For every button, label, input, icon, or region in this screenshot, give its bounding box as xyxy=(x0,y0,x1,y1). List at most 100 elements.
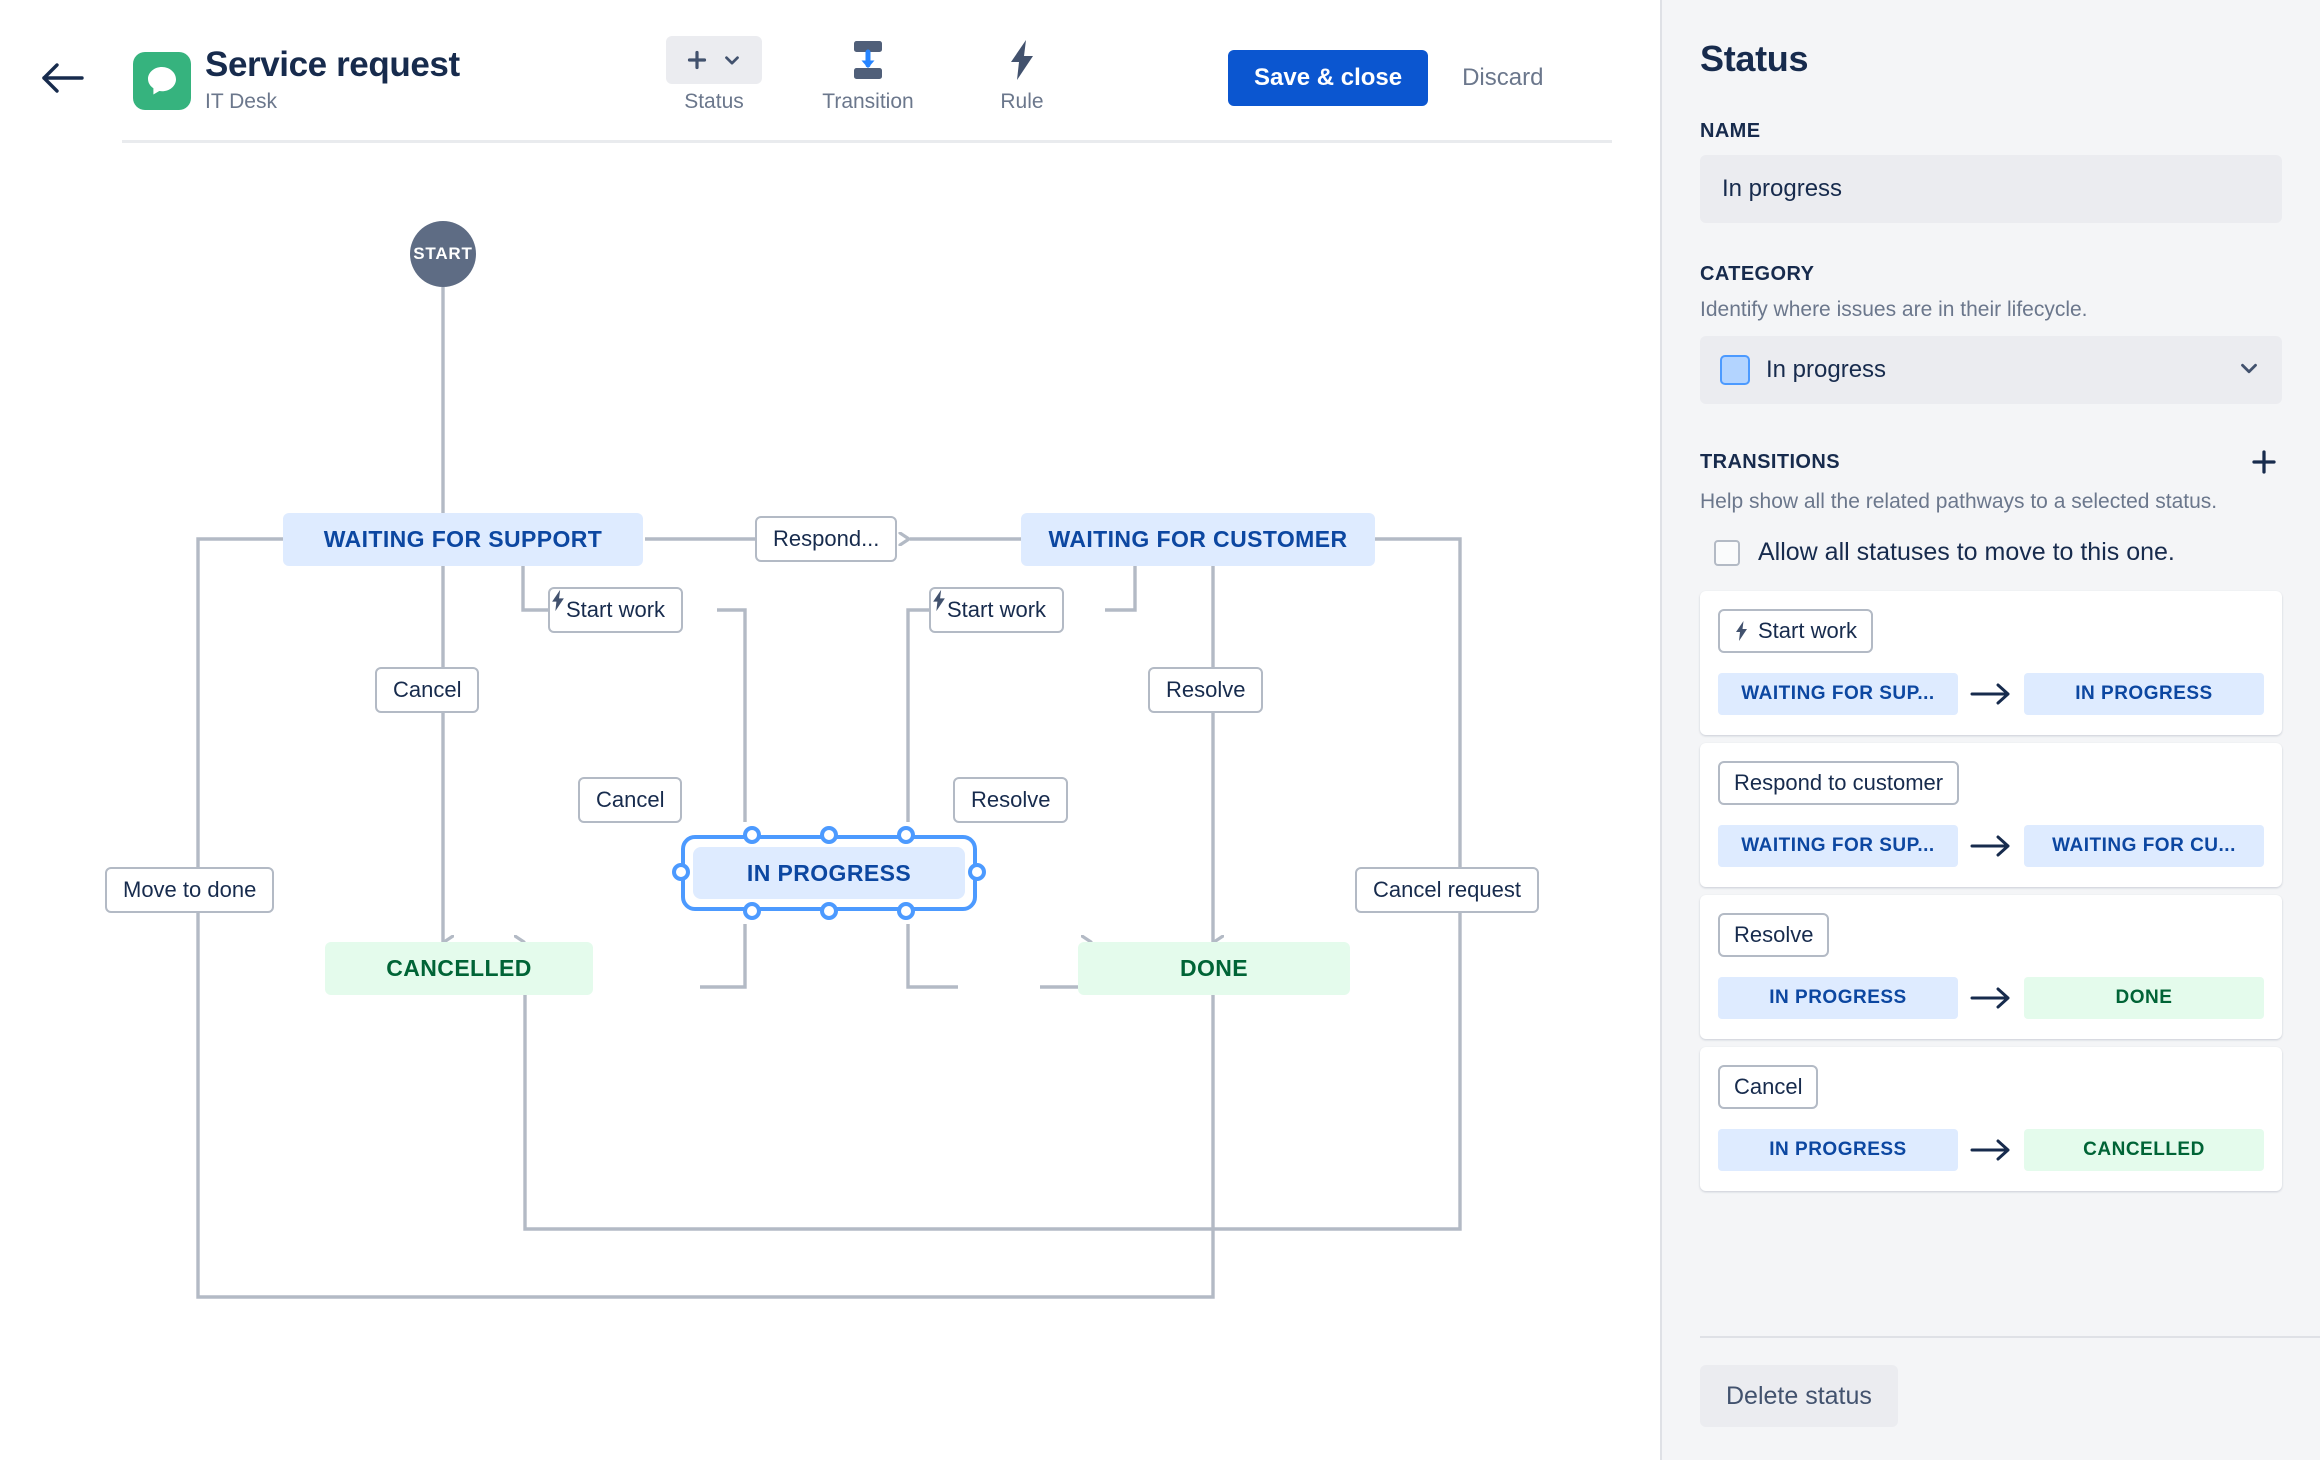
name-field-label: NAME xyxy=(1700,120,1761,142)
back-arrow-icon[interactable] xyxy=(40,60,86,96)
edge-label-start-work-1[interactable]: Start work xyxy=(548,587,684,633)
transition-name-button[interactable]: Resolve xyxy=(1718,913,1830,957)
transition-card[interactable]: Cancel IN PROGRESS CANCELLED xyxy=(1700,1047,2282,1191)
panel-title: Status xyxy=(1700,38,1809,79)
transition-from-lozenge: WAITING FOR SUP... xyxy=(1718,825,1958,867)
edge-label-cancel-1-text: Cancel xyxy=(393,677,462,702)
transition-flow: IN PROGRESS DONE xyxy=(1718,977,2264,1019)
editor-toolbar: Status Transition xyxy=(655,34,1081,114)
add-transition-button[interactable] xyxy=(2246,444,2282,480)
status-name-input[interactable] xyxy=(1700,155,2282,223)
transition-name-text: Cancel xyxy=(1734,1074,1803,1099)
arrow-right-icon xyxy=(1964,835,2018,857)
transition-card[interactable]: Start work WAITING FOR SUP... IN PROGRES… xyxy=(1700,591,2282,735)
resize-handle-w[interactable] xyxy=(672,863,690,881)
lightning-bolt-icon xyxy=(552,589,564,612)
category-field-label: CATEGORY xyxy=(1700,263,1815,285)
header-actions: Save & close Discard xyxy=(1228,50,1561,106)
header-divider xyxy=(122,140,1612,143)
toolbar-rule-label: Rule xyxy=(1000,90,1044,113)
allow-all-statuses-label: Allow all statuses to move to this one. xyxy=(1758,538,2175,566)
toolbar-transition[interactable]: Transition xyxy=(809,34,927,114)
edge-label-start-work-1-text: Start work xyxy=(566,597,666,622)
node-waiting-for-support[interactable]: WAITING FOR SUPPORT xyxy=(283,513,643,566)
add-status-button[interactable] xyxy=(666,36,762,84)
transition-name-button[interactable]: Start work xyxy=(1718,609,1874,653)
arrow-right-icon xyxy=(1964,683,2018,705)
resize-handle-n[interactable] xyxy=(820,826,838,844)
toolbar-status-label: Status xyxy=(684,90,744,113)
workflow-canvas[interactable]: START WAITING FOR SUPPORT WAITING FOR CU… xyxy=(0,142,1660,1460)
plus-icon xyxy=(2252,450,2276,474)
node-in-progress[interactable]: IN PROGRESS xyxy=(672,826,986,920)
node-cancelled[interactable]: CANCELLED xyxy=(325,942,593,995)
transition-to-lozenge: DONE xyxy=(2024,977,2264,1019)
transition-name-button[interactable]: Respond to customer xyxy=(1718,761,1960,805)
plus-icon xyxy=(687,50,707,70)
node-in-progress-label: IN PROGRESS xyxy=(693,847,965,899)
app-header: Service request IT Desk xyxy=(0,0,1660,143)
panel-divider xyxy=(1700,1336,2320,1338)
save-and-close-button[interactable]: Save & close xyxy=(1228,50,1429,106)
arrow-right-icon xyxy=(1964,1139,2018,1161)
transition-icon xyxy=(846,34,890,86)
transition-from-lozenge: WAITING FOR SUP... xyxy=(1718,673,1958,715)
edge-label-resolve-1[interactable]: Resolve xyxy=(1148,667,1264,713)
edge-label-cancel-request[interactable]: Cancel request xyxy=(1355,867,1539,913)
lightning-bolt-icon xyxy=(1736,621,1747,641)
edge-label-move-to-done-text: Move to done xyxy=(123,877,257,902)
speech-bubble-icon xyxy=(133,52,191,110)
start-node[interactable]: START xyxy=(410,221,476,287)
toolbar-rule[interactable]: Rule xyxy=(963,34,1081,114)
edge-label-resolve-2[interactable]: Resolve xyxy=(953,777,1069,823)
transition-card[interactable]: Resolve IN PROGRESS DONE xyxy=(1700,895,2282,1039)
chevron-down-icon xyxy=(725,56,739,65)
resize-handle-sw[interactable] xyxy=(743,902,761,920)
page-title: Service request xyxy=(205,45,460,84)
page-subtitle: IT Desk xyxy=(205,90,277,113)
status-glyph xyxy=(666,34,762,86)
node-waiting-for-customer[interactable]: WAITING FOR CUSTOMER xyxy=(1021,513,1375,566)
edge-label-cancel-2-text: Cancel xyxy=(596,787,665,812)
lightning-bolt-icon xyxy=(933,589,945,612)
transitions-label: TRANSITIONS xyxy=(1700,450,1840,473)
toolbar-transition-label: Transition xyxy=(822,90,914,113)
transition-flow: WAITING FOR SUP... WAITING FOR CU... xyxy=(1718,825,2264,867)
transition-name-text: Start work xyxy=(1758,618,1858,643)
edge-label-move-to-done[interactable]: Move to done xyxy=(105,867,275,913)
workflow-edges xyxy=(196,287,1462,1299)
lightning-bolt-icon xyxy=(1007,34,1037,86)
allow-all-statuses-checkbox[interactable] xyxy=(1714,539,1740,566)
transition-from-lozenge: IN PROGRESS xyxy=(1718,1129,1958,1171)
delete-status-button[interactable]: Delete status xyxy=(1700,1365,1898,1427)
edge-label-start-work-2[interactable]: Start work xyxy=(929,587,1065,633)
title-block: Service request IT Desk xyxy=(205,44,460,116)
status-details-panel: Status NAME CATEGORY Identify where issu… xyxy=(1660,0,2320,1460)
resize-handle-nw[interactable] xyxy=(743,826,761,844)
resize-handle-se[interactable] xyxy=(897,902,915,920)
edge-label-resolve-1-text: Resolve xyxy=(1166,677,1246,702)
transitions-help-text: Help show all the related pathways to a … xyxy=(1700,490,2218,513)
transition-to-lozenge: CANCELLED xyxy=(2024,1129,2264,1171)
transition-card[interactable]: Respond to customer WAITING FOR SUP... W… xyxy=(1700,743,2282,887)
resize-handle-s[interactable] xyxy=(820,902,838,920)
transition-name-text: Resolve xyxy=(1734,922,1814,947)
transition-name-button[interactable]: Cancel xyxy=(1718,1065,1819,1109)
discard-button[interactable]: Discard xyxy=(1444,50,1561,106)
transition-from-lozenge: IN PROGRESS xyxy=(1718,977,1958,1019)
transition-flow: WAITING FOR SUP... IN PROGRESS xyxy=(1718,673,2264,715)
node-done[interactable]: DONE xyxy=(1078,942,1350,995)
edge-label-cancel-1[interactable]: Cancel xyxy=(375,667,480,713)
allow-all-statuses-row[interactable]: Allow all statuses to move to this one. xyxy=(1714,538,2282,567)
arrow-right-icon xyxy=(1964,987,2018,1009)
toolbar-status[interactable]: Status xyxy=(655,34,773,114)
edge-label-cancel-2[interactable]: Cancel xyxy=(578,777,683,823)
edge-label-respond[interactable]: Respond... xyxy=(755,516,898,562)
category-help-text: Identify where issues are in their lifec… xyxy=(1700,298,2088,321)
resize-handle-ne[interactable] xyxy=(897,826,915,844)
chevron-down-icon xyxy=(2236,355,2262,386)
category-select[interactable]: In progress xyxy=(1700,336,2282,404)
resize-handle-e[interactable] xyxy=(968,863,986,881)
main-area: Service request IT Desk xyxy=(0,0,1660,1460)
